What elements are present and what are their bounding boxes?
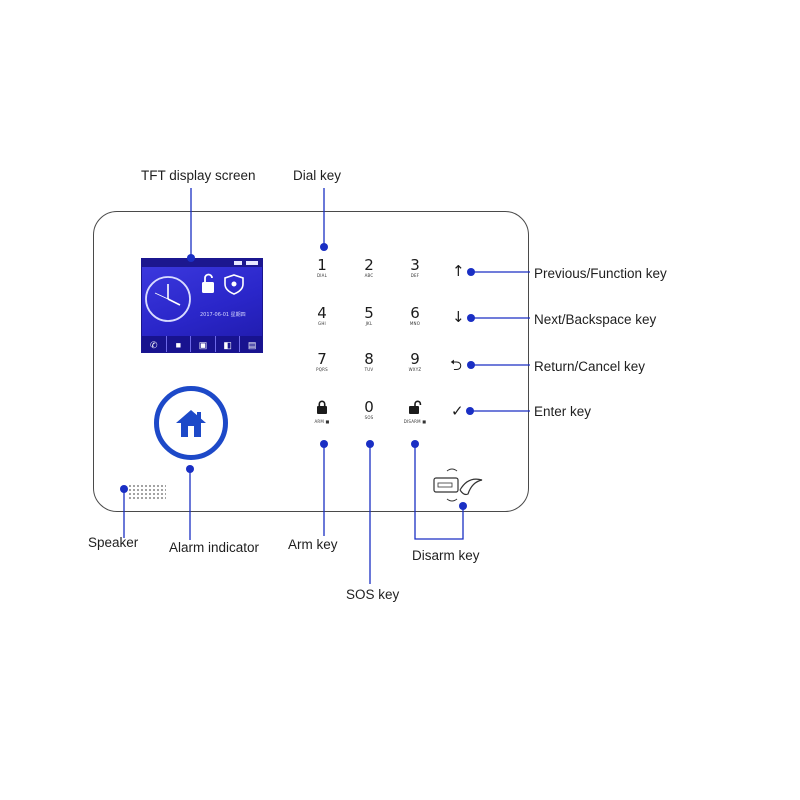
key-letters: ABC [364,273,374,278]
disarm-leader [414,444,464,540]
key-digit: 4 [317,304,327,322]
key-letters: TUV [364,367,374,372]
key-0[interactable]: 0 SOS [354,400,384,421]
home-icon [176,410,206,437]
return-dot [467,361,475,369]
battery-icon [246,261,258,265]
label-return-cancel-key: Return/Cancel key [534,359,646,374]
speaker-grille [128,484,166,500]
clock-icon [145,276,191,322]
label-alarm-indicator: Alarm indicator [169,540,260,555]
padlock-icon [202,273,214,293]
enter-dot [466,407,474,415]
enter-key[interactable]: ✓ [451,402,464,420]
label-dial-key: Dial key [293,168,342,183]
panel-menu-icon: ▣ [190,336,215,352]
label-tft-display-screen: TFT display screen [141,168,256,183]
disarm-dot [411,440,419,448]
rfid-dot [459,502,467,510]
key-6[interactable]: 6 MNO [400,306,430,327]
tft-dot [187,254,195,262]
speaker-dot [120,485,128,493]
key-letters: DEF [410,273,420,278]
lock-closed-icon [317,400,327,414]
key-digit: 6 [410,304,420,322]
key-letters: JKL [365,321,373,326]
label-previous-function-key: Previous/Function key [534,266,667,281]
key-letters: WXYZ [408,367,422,372]
settings-menu-icon: ▤ [239,336,262,352]
key-5[interactable]: 5 JKL [354,306,384,327]
arm-key-label: ARM ■ [314,419,330,424]
key-digit: 5 [364,304,374,322]
previous-function-key[interactable]: ↑ [452,262,465,280]
return-cancel-key[interactable]: ⮌ [450,356,463,374]
key-2[interactable]: 2 ABC [354,258,384,279]
key-digit: 8 [364,350,374,368]
key-3[interactable]: 3 DEF [400,258,430,279]
key-9[interactable]: 9 WXYZ [400,352,430,373]
key-digit: 2 [364,256,374,274]
key-digit: 9 [410,350,420,368]
key-letters: DIAL [316,273,328,278]
screen-date-text: 2017-06-01 星期四 [200,312,246,318]
label-arm-key: Arm key [288,537,338,552]
key-digit: 7 [317,350,327,368]
key-digit: 0 [364,398,374,416]
key-letters: MNO [409,321,421,326]
screen-graphics [142,259,262,322]
unlock-menu-icon: ◧ [214,336,240,352]
lock-open-icon [409,400,422,414]
key-1[interactable]: 1 DIAL [307,258,337,279]
lock-menu-icon: ■ [165,336,191,352]
key-letters: PQRS [316,367,328,372]
label-disarm-key: Disarm key [412,548,480,563]
arm-dot [320,440,328,448]
next-backspace-key[interactable]: ↓ [452,308,465,326]
alarm-indicator [154,386,228,460]
next-dot [467,314,475,322]
key-letters: SOS [364,415,374,420]
dial-dot [320,243,328,251]
alarm-dot [186,465,194,473]
tft-display-screen: 2017-06-01 星期四 ✆ ■ ▣ ◧ ▤ [141,258,263,353]
previous-dot [467,268,475,276]
label-next-backspace-key: Next/Backspace key [534,312,657,327]
key-4[interactable]: 4 GHI [307,306,337,327]
screen-status-strip [142,259,262,267]
key-digit: 3 [410,256,420,274]
key-letters: GHI [318,321,326,326]
signal-icon [234,261,242,265]
disarm-key-label: DISARM ■ [403,419,427,424]
arm-key[interactable]: ARM ■ [307,400,337,425]
shield-icon [224,274,244,295]
label-sos-key: SOS key [346,587,400,602]
label-speaker: Speaker [88,535,139,550]
screen-menu-bar: ✆ ■ ▣ ◧ ▤ [142,336,262,352]
label-enter-key: Enter key [534,404,592,419]
key-digit: 1 [317,256,327,274]
rfid-card-icon [433,468,483,502]
sos-dot [366,440,374,448]
disarm-key[interactable]: DISARM ■ [400,400,430,425]
key-8[interactable]: 8 TUV [354,352,384,373]
phone-icon: ✆ [150,339,158,350]
key-7[interactable]: 7 PQRS [307,352,337,373]
